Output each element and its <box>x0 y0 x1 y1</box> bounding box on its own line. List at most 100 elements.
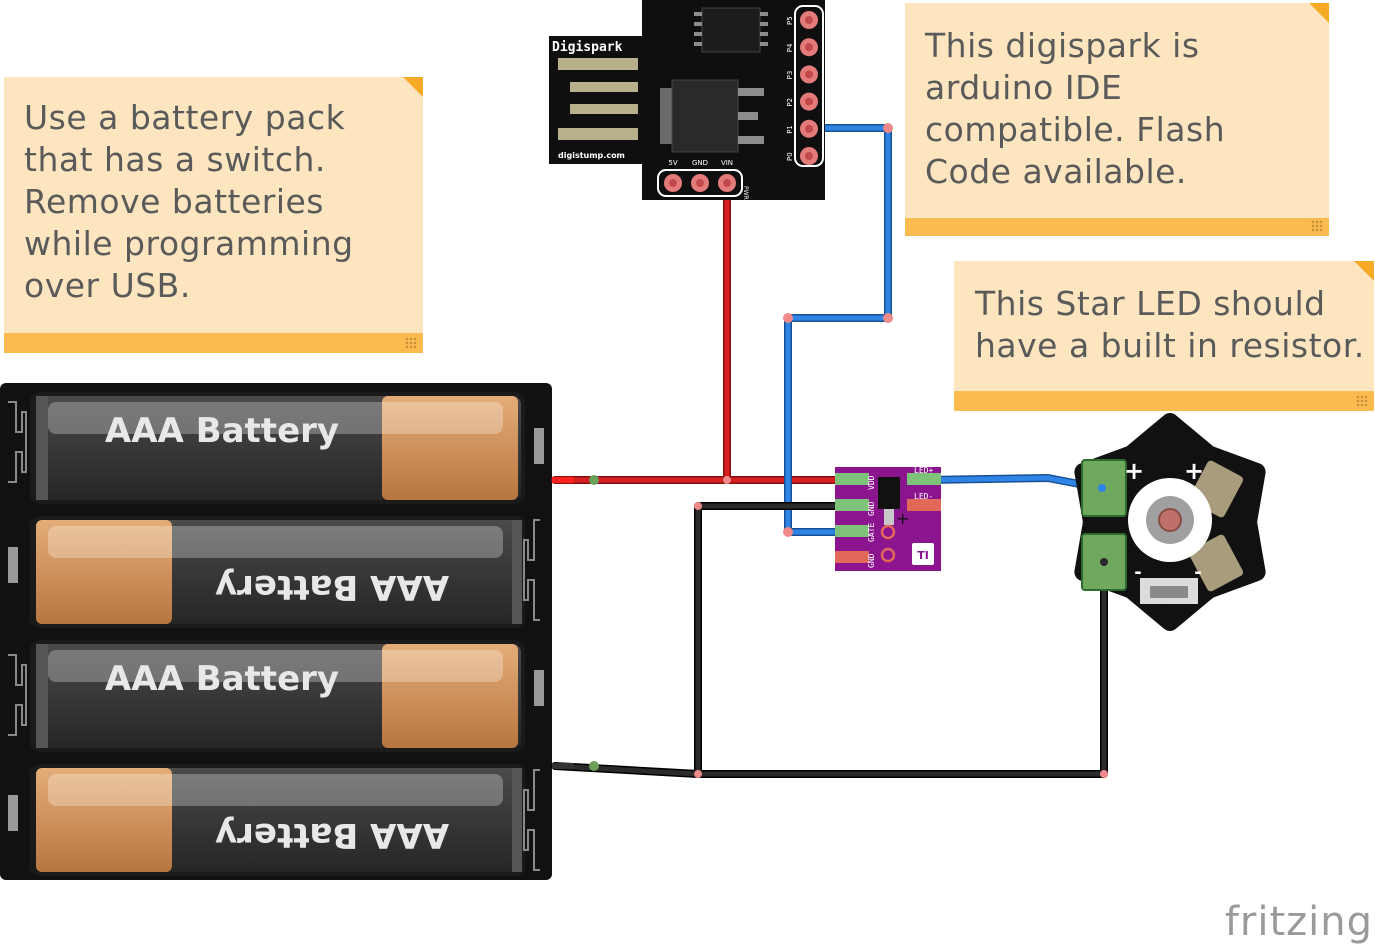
wire-ground[interactable] <box>552 545 1107 777</box>
mosfet-pin-label: GATE <box>867 523 876 542</box>
mosfet-pin-label: LED+ <box>914 466 933 475</box>
led-pad <box>1188 534 1244 592</box>
note-digispark: This digispark is arduino IDE compatible… <box>905 3 1329 236</box>
led-minus-mark: - <box>1134 562 1141 583</box>
battery-cell-label: AAA Battery <box>105 659 339 699</box>
ti-logo-box <box>912 543 934 565</box>
digispark-title: Digispark <box>552 40 623 55</box>
usb-contacts <box>558 58 638 140</box>
terminal-tab <box>534 670 544 706</box>
star-led[interactable]: + + - - <box>1074 413 1266 631</box>
mosfet-resistor <box>884 509 894 525</box>
note-fold-icon <box>403 77 423 97</box>
note-battery-text: Use a battery pack that has a switch. Re… <box>24 98 354 305</box>
mosfet-pad-unused <box>835 551 869 563</box>
battery-cell-label: AAA Battery <box>215 567 449 607</box>
battery-cell-label: AAA Battery <box>215 815 449 855</box>
battery-cell-label: AAA Battery <box>105 411 339 451</box>
wire-ground[interactable] <box>551 544 1108 778</box>
connector-end <box>589 475 599 485</box>
pin-header-outline <box>794 5 824 167</box>
battery-cell: AAA Battery <box>30 764 525 876</box>
power-pin-hole <box>669 179 677 187</box>
note-fold-icon <box>1309 3 1329 23</box>
wires <box>551 123 1108 778</box>
pin-label: P0 <box>786 152 794 161</box>
led-die <box>1158 508 1182 532</box>
attiny-chip <box>701 7 761 53</box>
power-pin-label: GND <box>692 159 708 167</box>
wire-ground[interactable] <box>694 502 839 778</box>
connector-end <box>589 761 599 771</box>
wire-signal[interactable] <box>785 125 891 535</box>
mosfet-right-pads <box>907 473 941 485</box>
note-bar <box>905 218 1329 236</box>
fritzing-logo: fritzing <box>1224 899 1373 945</box>
wire-ground[interactable] <box>695 503 838 777</box>
mosfet-hole <box>880 524 896 540</box>
led-wire-end <box>1100 558 1108 566</box>
spring-left-top-icon <box>8 401 27 483</box>
regulator-tab <box>660 88 672 144</box>
power-pin-hole <box>696 179 704 187</box>
mosfet-module[interactable]: + GND GATE GND VDD LED+ LED- TI <box>835 466 941 571</box>
terminal-tab <box>8 795 18 831</box>
mosfet-left-labels: GND GATE GND VDD <box>867 475 876 568</box>
battery-lead-black <box>552 763 574 769</box>
spring-right-bottom-icon <box>523 769 540 871</box>
power-pin-label: VIN <box>721 159 733 167</box>
pin-hole <box>805 152 813 160</box>
resize-grip-icon[interactable] <box>1311 220 1323 232</box>
chip-legs <box>694 12 768 46</box>
pin-label: P3 <box>786 71 794 80</box>
battery-lead-red <box>552 477 574 483</box>
digispark-url: digistump.com <box>558 151 625 160</box>
note-digispark-text: This digispark is arduino IDE compatible… <box>925 26 1226 191</box>
power-pin-labels: 5V GND VIN <box>668 159 733 167</box>
pin-label: P5 <box>786 16 794 25</box>
pin-label: P1 <box>786 125 794 134</box>
power-pin-hole <box>723 179 731 187</box>
note-bar <box>4 333 423 353</box>
regulator-legs <box>738 88 764 144</box>
battery-cell: AAA Battery <box>30 516 525 628</box>
resize-grip-icon[interactable] <box>1356 395 1368 407</box>
ti-logo: TI <box>917 549 929 562</box>
mosfet-pin-label: VDD <box>867 475 876 490</box>
battery-cell: AAA Battery <box>30 392 525 504</box>
note-battery: Use a battery pack that has a switch. Re… <box>4 77 423 353</box>
mosfet-hole <box>880 547 896 563</box>
mosfet-right-labels: LED+ LED- <box>914 466 933 501</box>
led-plus-mark: + <box>1124 457 1144 485</box>
pin-hole <box>805 16 813 24</box>
mosfet-pin-label: GND <box>867 553 876 568</box>
led-minus-mark: - <box>1194 562 1201 583</box>
pin-label: P4 <box>786 43 794 52</box>
regulator-chip <box>671 79 739 153</box>
pin-hole <box>805 70 813 79</box>
mosfet-pad-led-minus <box>907 499 941 511</box>
power-header <box>664 174 736 192</box>
note-bar <box>954 391 1374 411</box>
spring-left-mid-icon <box>8 654 27 736</box>
mosfet-pin-label: GND <box>867 501 876 516</box>
power-header-outline <box>657 169 743 197</box>
note-led-text: This Star LED should have a built in res… <box>975 284 1365 365</box>
pin-hole <box>805 97 813 106</box>
led-wire-end <box>1098 484 1106 492</box>
terminal-tab <box>534 428 544 464</box>
note-fold-icon <box>1354 261 1374 281</box>
mosfet-plus-mark: + <box>896 509 909 528</box>
wire-endpoints <box>694 123 1108 778</box>
mosfet-pin-label: LED- <box>914 492 933 501</box>
power-pin-label: 5V <box>668 159 677 167</box>
led-marker-inner <box>1150 586 1188 598</box>
resize-grip-icon[interactable] <box>405 337 417 349</box>
spring-right-mid-icon <box>523 519 540 621</box>
pin-header <box>800 11 818 165</box>
led-plus-mark: + <box>1184 457 1204 485</box>
